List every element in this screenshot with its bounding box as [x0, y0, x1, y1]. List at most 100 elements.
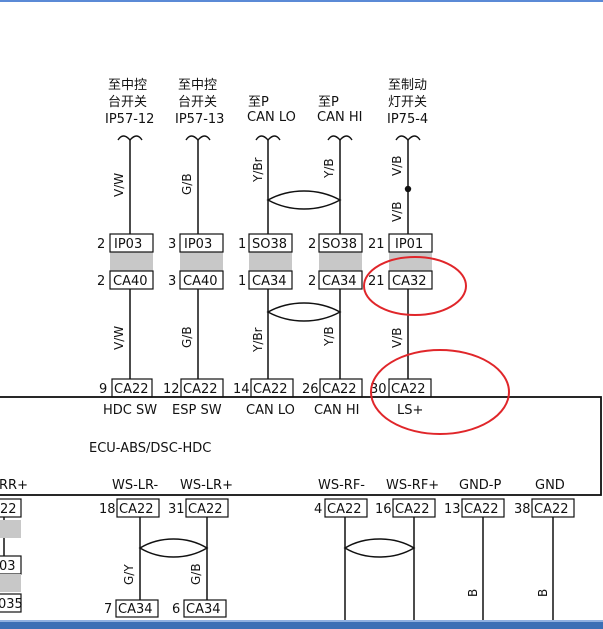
top-wire-color-3: Y/Br — [251, 157, 265, 183]
bottom-pin-1: 7 — [104, 602, 112, 617]
ecu-bottom-name-6: CA22 — [534, 502, 569, 517]
twisted-pair-upper-icon — [266, 190, 342, 210]
upper-pin-2: 3 — [168, 237, 176, 252]
lower-connector-box-5 — [388, 270, 433, 290]
ecu-box — [0, 396, 602, 496]
ecu-bottom-name-5: CA22 — [464, 502, 499, 517]
upper-pin-5: 21 — [368, 237, 385, 252]
ecu-bottom-pin-2: 31 — [168, 502, 185, 517]
twisted-pair-mid-icon — [266, 302, 342, 322]
splice-dot — [404, 185, 412, 193]
ecu-bottom-label-ws-lr-plus: WS-LR+ — [180, 478, 233, 493]
upper-connector-box-1 — [109, 233, 154, 253]
connector-shade-1 — [110, 252, 153, 271]
lower-pin-4: 2 — [308, 274, 316, 289]
top-wire-color-5: V/B — [390, 156, 404, 176]
destination-5-line-2: 灯开关 — [388, 95, 427, 110]
mid-wire-colors: V/W G/B Y/Br Y/B V/B — [112, 326, 404, 353]
mid-wire-color-2: G/B — [180, 326, 194, 348]
ecu-bottom-labels: RR+ WS-LR- WS-LR+ WS-RF- WS-RF+ GND-P GN… — [0, 478, 565, 493]
upper-conn-name-2: IP03 — [184, 237, 212, 252]
ecu-bottom-pin-5: 13 — [444, 502, 461, 517]
connector-shade-5 — [389, 252, 432, 271]
ecu-top-name-5: CA22 — [391, 382, 426, 397]
bottom-wire-color-2: G/B — [189, 563, 203, 585]
destination-3-line-2: CAN LO — [247, 110, 296, 125]
ecu-top-name-3: CA22 — [253, 382, 288, 397]
ecu-top-pin-5: 30 — [370, 382, 387, 397]
upper-connector-box-5 — [388, 233, 433, 253]
connector-shade-3 — [249, 252, 292, 271]
ecu-label-hdc-sw: HDC SW — [103, 403, 157, 418]
ecu-bottom-label-ws-lr-minus: WS-LR- — [112, 478, 159, 493]
ecu-top-pin-1: 9 — [99, 382, 107, 397]
ecu-top-name-1: CA22 — [114, 382, 149, 397]
mid-wire-color-1: V/W — [112, 326, 126, 350]
upper-connector-box-2 — [179, 233, 224, 253]
upper-connector-row: 2 IP03 3 IP03 1 SO38 2 SO38 21 IP01 2 CA… — [97, 233, 433, 290]
ecu-top-name-2: CA22 — [183, 382, 218, 397]
destination-label-2: 至中控 台开关 IP57-13 — [175, 78, 224, 127]
bottom-conn-name-1: CA34 — [118, 602, 153, 617]
lower-connector-box-2 — [179, 270, 224, 290]
ecu-top-pin-3: 14 — [233, 382, 250, 397]
left-partial-connectors: 03 035 — [0, 517, 23, 613]
destination-2-line-2: 台开关 — [178, 95, 217, 110]
bottom-connector-box-2 — [183, 599, 227, 618]
top-wire-color-6: V/B — [390, 202, 404, 222]
bottom-wire-colors: G/Y G/B B B — [122, 563, 550, 597]
top-wire-color-2: G/B — [180, 173, 194, 195]
destination-label-3: 至P CAN LO — [247, 95, 296, 125]
ecu-name: ECU-ABS/DSC-HDC — [89, 441, 211, 456]
ecu-bottom-name-0: 22 — [0, 502, 17, 517]
ecu-bottom-pin-1: 18 — [99, 502, 116, 517]
ecu-bottom-name-2: CA22 — [188, 502, 223, 517]
destination-5-line-1: 至制动 — [388, 78, 427, 93]
ecu-bottom-name-4: CA22 — [395, 502, 430, 517]
lower-connector-box-3 — [248, 270, 293, 290]
bottom-connectors: 7 CA34 6 CA34 — [104, 599, 227, 618]
destination-4-line-1: 至P — [318, 95, 339, 110]
ecu-bottom-pin-6: 38 — [514, 502, 531, 517]
lower-pin-2: 3 — [168, 274, 176, 289]
upper-conn-name-4: SO38 — [322, 237, 357, 252]
ecu-bottom-pin-3: 4 — [314, 502, 322, 517]
ecu-bottom-box-3 — [324, 498, 368, 518]
top-wire-colors: V/W G/B Y/Br Y/B V/B V/B — [112, 156, 404, 222]
hook-icon-5 — [395, 135, 421, 141]
destination-5-line-3: IP75-4 — [387, 112, 428, 127]
upper-conn-name-3: SO38 — [252, 237, 287, 252]
bottom-pin-2: 6 — [172, 602, 180, 617]
bottom-wire-color-3: B — [466, 589, 480, 597]
ecu-bottom-label-gnd-p: GND-P — [459, 478, 501, 493]
upper-wires — [129, 140, 409, 234]
upper-pin-1: 2 — [97, 237, 105, 252]
hook-icon-4 — [327, 135, 353, 141]
left-partial-label-2: 035 — [0, 597, 23, 612]
upper-connector-box-4 — [318, 233, 363, 253]
wire-hooks — [117, 135, 421, 141]
ecu-bottom-label-ws-rf-plus: WS-RF+ — [386, 478, 439, 493]
hook-icon-3 — [255, 135, 281, 141]
lower-conn-name-5: CA32 — [392, 274, 427, 289]
bottom-wire-color-1: G/Y — [122, 564, 136, 585]
lower-conn-name-2: CA40 — [183, 274, 218, 289]
hook-icon-1 — [117, 135, 143, 141]
ecu-bottom-label-ws-rf-minus: WS-RF- — [318, 478, 365, 493]
ecu-bottom-box-1 — [116, 498, 160, 518]
upper-conn-name-5: IP01 — [395, 237, 423, 252]
destination-label-5: 至制动 灯开关 IP75-4 — [387, 78, 428, 127]
ecu-bottom-name-3: CA22 — [327, 502, 362, 517]
lower-pin-5: 21 — [368, 274, 385, 289]
top-border — [0, 0, 603, 2]
upper-pin-4: 2 — [308, 237, 316, 252]
ecu-top-connectors: 9 CA22 12 CA22 14 CA22 26 CA22 30 CA22 — [99, 378, 432, 398]
top-wire-color-1: V/W — [112, 173, 126, 197]
ecu-top-name-4: CA22 — [322, 382, 357, 397]
ecu-bottom-name-1: CA22 — [119, 502, 154, 517]
destination-4-line-2: CAN HI — [317, 110, 362, 125]
bottom-conn-name-2: CA34 — [186, 602, 221, 617]
destination-1-line-2: 台开关 — [108, 95, 147, 110]
top-wire-color-4: Y/B — [322, 158, 336, 179]
